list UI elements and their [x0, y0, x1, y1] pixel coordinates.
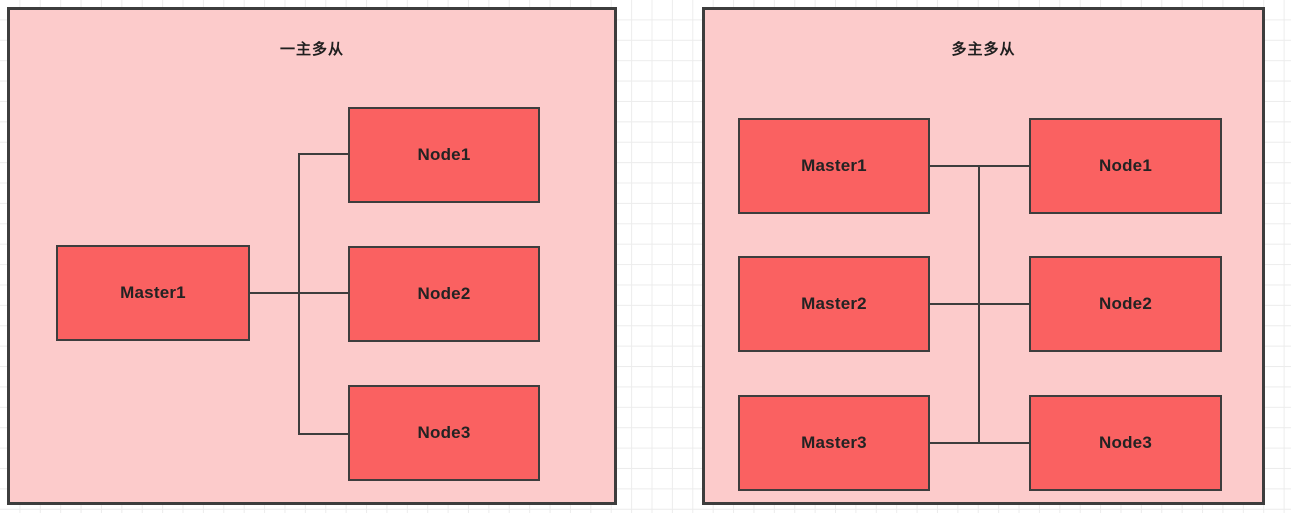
edge-right-master2-to-node2 — [930, 303, 1029, 305]
edge-left-trunk-to-node2 — [298, 292, 350, 294]
node-label-right-node2: Node2 — [1099, 294, 1152, 313]
node-box-right-node2[interactable]: Node2 — [1029, 256, 1222, 352]
node-label-right-master1: Master1 — [801, 156, 867, 175]
node-label-left-node2: Node2 — [417, 284, 471, 303]
edge-left-trunk-to-node3 — [298, 433, 350, 435]
edge-right-master1-to-node1 — [930, 165, 1029, 167]
node-box-right-master3[interactable]: Master3 — [738, 395, 930, 491]
node-label-right-node3: Node3 — [1099, 433, 1152, 452]
node-label-left-node3: Node3 — [417, 423, 471, 442]
panel-title-multi-master: 多主多从 — [951, 40, 1016, 58]
node-label-left-node1: Node1 — [417, 145, 471, 164]
panel-title-single-master: 一主多从 — [279, 40, 344, 58]
node-box-left-node3[interactable]: Node3 — [348, 385, 540, 481]
node-box-left-node2[interactable]: Node2 — [348, 246, 540, 342]
node-box-right-node3[interactable]: Node3 — [1029, 395, 1222, 491]
node-label-right-master2: Master2 — [801, 294, 867, 313]
edge-left-master1-to-trunk — [250, 292, 298, 294]
edge-right-master3-to-node3 — [930, 442, 1029, 444]
node-label-right-node1: Node1 — [1099, 156, 1152, 175]
node-box-left-master1[interactable]: Master1 — [56, 245, 250, 341]
node-box-right-master1[interactable]: Master1 — [738, 118, 930, 214]
node-box-right-master2[interactable]: Master2 — [738, 256, 930, 352]
edge-left-trunk-to-node1 — [298, 153, 350, 155]
node-label-left-master1: Master1 — [120, 283, 186, 302]
node-box-right-node1[interactable]: Node1 — [1029, 118, 1222, 214]
node-box-left-node1[interactable]: Node1 — [348, 107, 540, 203]
node-label-right-master3: Master3 — [801, 433, 867, 452]
